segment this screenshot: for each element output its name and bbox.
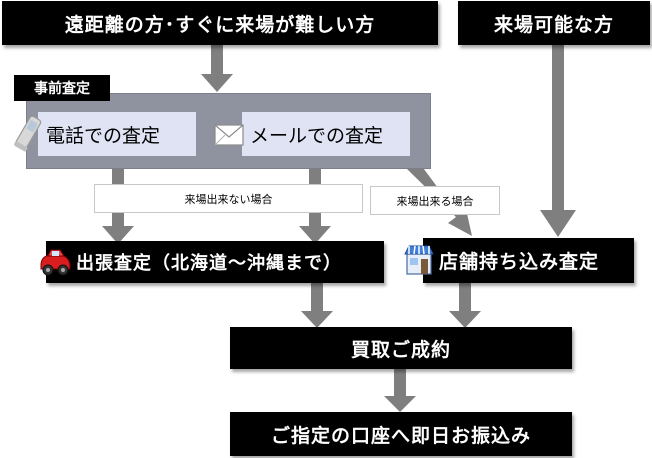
same-day-transfer-label: ご指定の口座へ即日お振込み: [270, 424, 531, 447]
mail-assessment-label: メールでの査定: [250, 124, 384, 147]
dispatch-assessment-label: 出張査定（北海道〜沖縄まで）: [76, 253, 342, 274]
remote-customer-box: 遠距離の方･すぐに来場が難しい方: [2, 1, 438, 45]
car-icon: [40, 249, 71, 276]
arrow-purchase-to-transfer: [384, 368, 416, 412]
cannot-visit-note: 来場出来ない場合: [94, 184, 363, 213]
can-visit-note: 来場出来る場合: [370, 186, 500, 215]
arrow-visit-to-store: [540, 45, 576, 237]
store-icon: [404, 245, 434, 275]
phone-icon: [14, 115, 42, 152]
arrow-dispatch-to-purchase: [301, 283, 333, 328]
remote-customer-label: 遠距離の方･すぐに来場が難しい方: [64, 13, 376, 36]
purchase-complete-label: 買取ご成約: [350, 338, 451, 361]
can-visit-label: 来場出来る場合: [396, 194, 474, 208]
pre-assessment-tag: 事前査定: [14, 75, 110, 101]
visit-customer-box: 来場可能な方: [458, 1, 650, 45]
dispatch-assessment-box: 出張査定（北海道〜沖縄まで）: [46, 241, 384, 283]
store-assessment-label: 店舗持ち込み査定: [439, 251, 600, 273]
phone-assessment-box: 電話での査定: [38, 112, 196, 156]
visit-customer-label: 来場可能な方: [493, 13, 614, 36]
arrow-remote-to-preassess: [201, 45, 233, 92]
mail-assessment-box: メールでの査定: [242, 112, 410, 156]
phone-assessment-label: 電話での査定: [46, 124, 161, 147]
purchase-complete-box: 買取ご成約: [230, 327, 572, 369]
mail-icon: [214, 124, 244, 146]
cannot-visit-label: 来場出来ない場合: [184, 192, 273, 206]
arrow-store-to-purchase: [449, 283, 481, 328]
same-day-transfer-box: ご指定の口座へ即日お振込み: [230, 412, 572, 456]
store-assessment-box: 店舗持ち込み査定: [423, 238, 634, 283]
